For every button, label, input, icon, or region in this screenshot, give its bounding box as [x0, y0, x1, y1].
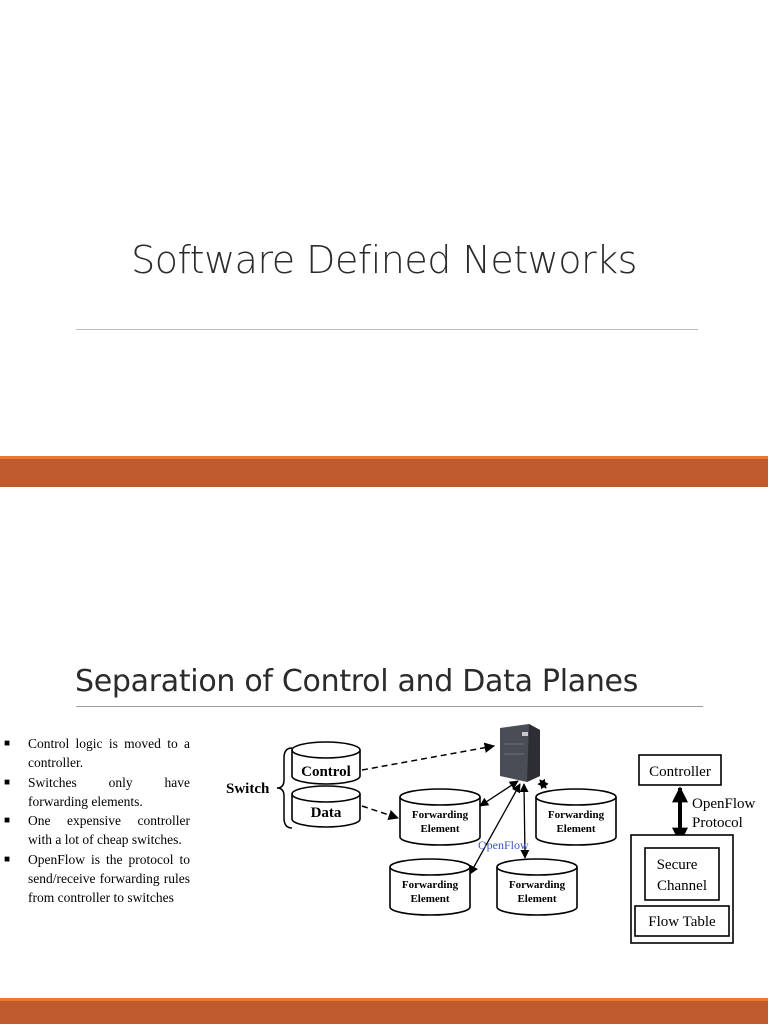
- data-cylinder: Data: [291, 785, 361, 828]
- forwarding-element-2: Forwarding Element: [535, 788, 617, 846]
- svg-text:Element: Element: [556, 823, 595, 835]
- svg-text:Element: Element: [410, 893, 449, 905]
- forwarding-element-1: Forwarding Element: [399, 788, 481, 846]
- controller-link-2: [537, 778, 549, 790]
- secure-channel-label-line1: Secure: [657, 857, 698, 873]
- controller-link-4: [519, 783, 530, 859]
- slide-title: Software Defined Networks: [131, 238, 637, 282]
- control-to-controller-arrow: [361, 742, 496, 771]
- square-bullet-icon: ■: [4, 776, 11, 788]
- sdn-architecture-diagram: Switch Control Data Forwar: [226, 724, 756, 944]
- switch-label: Switch: [226, 781, 270, 797]
- svg-text:Element: Element: [517, 893, 556, 905]
- svg-text:Element: Element: [420, 823, 459, 835]
- title-slide: Software Defined Networks: [0, 0, 768, 456]
- flow-table-label: Flow Table: [648, 914, 716, 930]
- controller-link-1: [479, 780, 519, 807]
- title-divider: [76, 329, 698, 330]
- slide-heading: Separation of Control and Data Planes: [75, 664, 639, 699]
- svg-text:Forwarding: Forwarding: [402, 879, 459, 891]
- forwarding-element-3: Forwarding Element: [389, 858, 471, 916]
- bullet-item: ■Control logic is moved to a controller.: [4, 736, 190, 771]
- flow-table-box: [634, 905, 730, 937]
- data-to-forwarding-arrow: [361, 805, 399, 820]
- bullet-item: ■Switches only have forwarding elements.: [4, 774, 190, 809]
- content-slide: Separation of Control and Data Planes ■C…: [0, 487, 768, 998]
- openflow-label: OpenFlow: [478, 838, 529, 852]
- controller-server-icon: [500, 724, 540, 782]
- controller-link-3: [469, 783, 521, 875]
- secure-channel-box: [644, 847, 720, 901]
- heading-divider: [76, 706, 703, 707]
- controller-label: Controller: [649, 764, 711, 780]
- secure-channel-label-line2: Channel: [657, 878, 707, 894]
- svg-text:Forwarding: Forwarding: [412, 809, 469, 821]
- openflow-protocol-label-line1: OpenFlow: [692, 796, 756, 812]
- openflow-protocol-label-line2: Protocol: [692, 815, 743, 831]
- svg-text:Forwarding: Forwarding: [548, 809, 605, 821]
- square-bullet-icon: ■: [4, 738, 11, 749]
- data-label: Data: [311, 805, 342, 821]
- controller-box: [638, 754, 722, 786]
- switch-brace: [276, 747, 293, 829]
- svg-text:Forwarding: Forwarding: [509, 879, 566, 891]
- bullet-item: ■One expensive controller with a lot of …: [4, 813, 190, 848]
- control-label: Control: [301, 764, 351, 780]
- slide-separator-band: [0, 456, 768, 487]
- bullet-list: ■Control logic is moved to a controller.…: [4, 734, 190, 908]
- square-bullet-icon: ■: [4, 815, 11, 827]
- bullet-item: ■OpenFlow is the protocol to send/receiv…: [4, 851, 190, 906]
- slide-bottom-band: [0, 998, 768, 1024]
- forwarding-element-4: Forwarding Element: [496, 858, 578, 916]
- control-cylinder: Control: [291, 741, 361, 785]
- square-bullet-icon: ■: [4, 853, 11, 865]
